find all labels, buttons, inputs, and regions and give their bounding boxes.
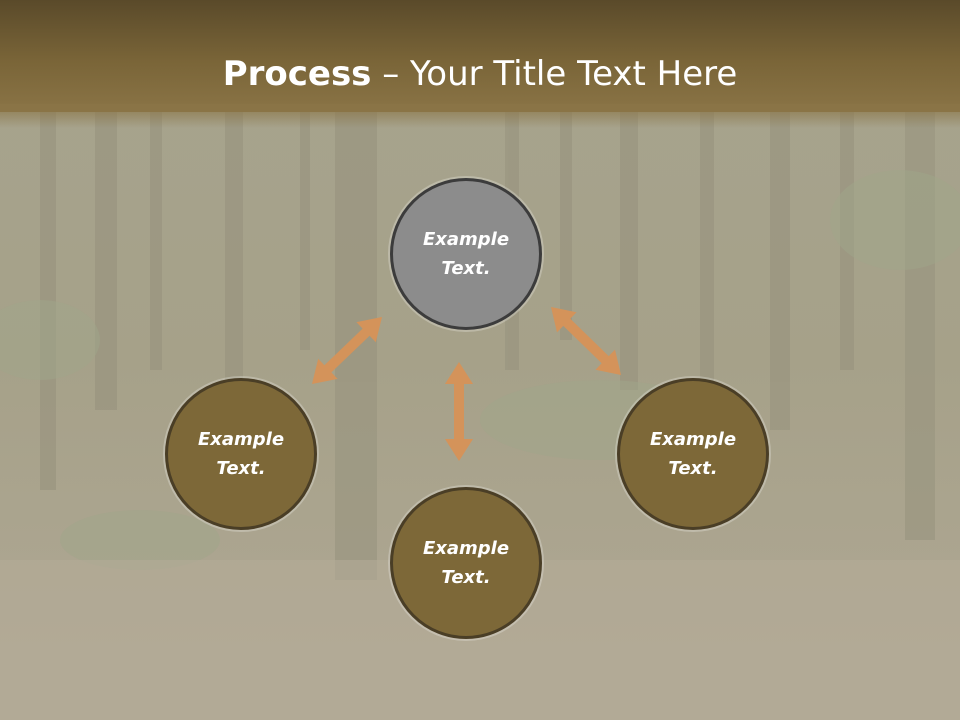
arrow-top-bottom	[445, 362, 473, 461]
arrow-top-right	[551, 307, 621, 375]
node-right: Example Text.	[617, 378, 769, 530]
arrow-left-top	[312, 317, 382, 384]
node-bottom: Example Text.	[390, 487, 542, 639]
title-bold: Process	[222, 54, 372, 94]
node-left: Example Text.	[165, 378, 317, 530]
node-top-text: Example Text.	[422, 229, 510, 279]
node-top: Example Text.	[390, 178, 542, 330]
node-left-text: Example Text.	[197, 429, 285, 479]
slide-title: Process – Your Title Text Here	[0, 52, 960, 96]
title-fade	[0, 104, 960, 128]
node-bottom-text: Example Text.	[422, 538, 510, 588]
title-rest: – Your Title Text Here	[371, 54, 738, 94]
title-bar	[0, 0, 960, 112]
node-right-text: Example Text.	[649, 429, 737, 479]
